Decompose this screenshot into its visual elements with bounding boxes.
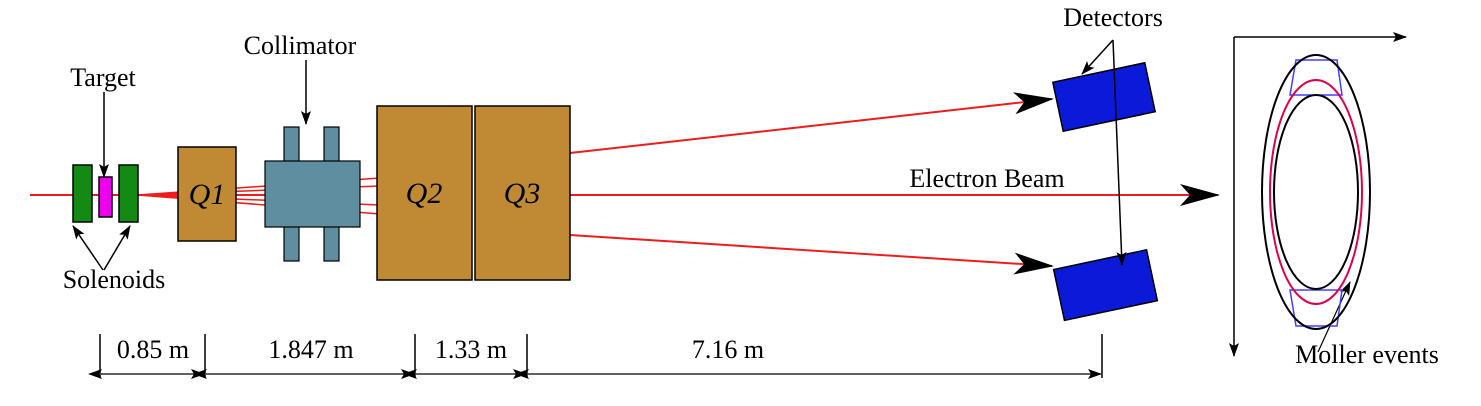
q1-magnet — [177, 146, 237, 242]
collimator-label: Collimator — [244, 31, 357, 60]
q3-magnet — [474, 105, 571, 281]
target-block — [98, 176, 113, 218]
detector-plane-view — [1229, 32, 1407, 357]
detector-upper-group — [1051, 61, 1157, 133]
distance-label-2: 1.847 m — [268, 335, 353, 364]
q1-label: Q1 — [189, 178, 226, 211]
electron-beam-label: Electron Beam — [909, 164, 1064, 193]
distance-label-1: 0.85 m — [117, 335, 189, 364]
outer-ring — [1261, 54, 1371, 330]
solenoid-left-pointer-arrow — [72, 225, 104, 271]
solenoid-left — [72, 164, 93, 223]
detector-lower-pointer-arrow — [1112, 39, 1127, 266]
q2-magnet — [376, 105, 473, 281]
moller-ring — [1269, 79, 1363, 305]
scattered-ray-down — [569, 234, 1054, 275]
collimator-jaw-bottom-right — [323, 225, 340, 262]
detector-lower — [1052, 248, 1159, 322]
solenoid-right — [118, 164, 139, 223]
collimator-jaw-top-left — [283, 126, 300, 163]
detector-upper-pointer-arrow — [1081, 39, 1114, 75]
scattered-ray-up — [569, 92, 1054, 154]
target-label: Target — [70, 63, 136, 92]
distance-label-4: 7.16 m — [692, 335, 764, 364]
detector-upper — [1051, 61, 1157, 133]
moller-events-label: Moller events — [1295, 340, 1439, 369]
detectors-label: Detectors — [1063, 3, 1163, 32]
distance-label-3: 1.33 m — [435, 335, 507, 364]
collimator-body — [264, 160, 361, 228]
q3-label: Q3 — [504, 177, 541, 210]
inner-ring — [1273, 94, 1359, 290]
solenoid-right-pointer-arrow — [103, 225, 131, 271]
moller-box-top — [1289, 59, 1343, 96]
solenoids-label: Solenoids — [63, 265, 166, 294]
detector-lower-group — [1052, 248, 1159, 322]
collimator-jaw-top-right — [323, 126, 340, 163]
q2-label: Q2 — [406, 177, 443, 210]
moller-events-pointer-arrow — [1317, 281, 1351, 353]
collimator — [264, 126, 361, 262]
distance-scale: 0.85 m 1.847 m 1.33 m 7.16 m — [88, 334, 1103, 379]
moller-box-bottom — [1289, 289, 1343, 327]
collimator-jaw-bottom-left — [283, 225, 300, 262]
